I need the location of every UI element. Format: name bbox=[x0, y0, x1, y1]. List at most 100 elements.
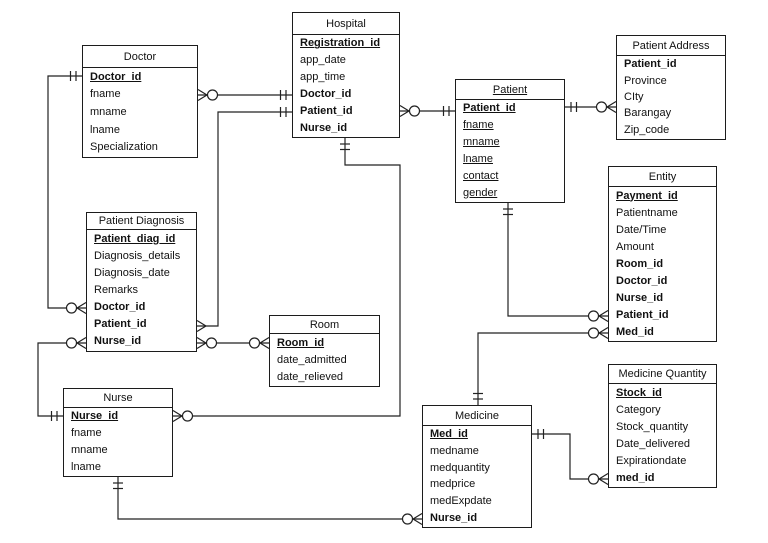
connector-patient-diagnosis-room-start-crowfoot bbox=[196, 342, 207, 350]
field-label: Payment_id bbox=[616, 189, 678, 202]
field-label: Patient_id bbox=[463, 102, 516, 115]
connector-doctor-patient-diagnosis bbox=[47, 75, 86, 309]
field-label: medprice bbox=[430, 478, 476, 491]
field-label: Patient_id bbox=[616, 308, 669, 321]
field-label: mname bbox=[90, 105, 127, 118]
field-zip-code: Zip_code bbox=[617, 122, 725, 138]
entity-title-label: Room bbox=[309, 318, 340, 331]
connector-patient-diagnosis-nurse-start-zero-circle bbox=[65, 337, 78, 349]
field-label: Patient_id bbox=[300, 104, 353, 117]
field-patient-id: Patient_id bbox=[87, 316, 196, 333]
connector-hospital-patient-start-crowfoot bbox=[399, 110, 410, 118]
connector-patient-patient-address-end-crowfoot bbox=[606, 106, 617, 114]
field-label: fname bbox=[90, 88, 121, 101]
connector-patient-patient-address-end-crowfoot bbox=[606, 100, 617, 108]
field-doctor-id: Doctor_id bbox=[83, 68, 197, 86]
field-nurse-id: Nurse_id bbox=[64, 408, 172, 425]
connector-patient-diagnosis-room-start-zero-circle bbox=[205, 337, 218, 349]
entity-title-label: Patient bbox=[492, 83, 528, 96]
entity-title-label: Patient Diagnosis bbox=[98, 215, 185, 227]
field-label: medquantity bbox=[430, 461, 490, 474]
field-label: medname bbox=[430, 444, 479, 457]
connector-medicine-nurse bbox=[117, 477, 422, 520]
field-patient-id: Patient_id bbox=[617, 56, 725, 72]
field-label: Stock_quantity bbox=[616, 420, 689, 433]
connector-patient-diagnosis-room-end-crowfoot bbox=[259, 336, 270, 344]
field-diagnosis-date: Diagnosis_date bbox=[87, 264, 196, 281]
field-label: Patientname bbox=[616, 206, 678, 219]
field-nurse-id: Nurse_id bbox=[87, 333, 196, 350]
field-patient-diag-id: Patient_diag_id bbox=[87, 230, 196, 247]
connector-patient-entity-end-zero-circle bbox=[587, 310, 600, 322]
entity-title: Nurse bbox=[64, 389, 172, 408]
field-lname: lname bbox=[456, 150, 564, 167]
field-expirationdate: Expirationdate bbox=[609, 452, 716, 469]
entity-title-label: Medicine Quantity bbox=[618, 368, 707, 380]
field-label: Doctor_id bbox=[300, 87, 352, 100]
field-label: Province bbox=[624, 74, 667, 87]
connector-patient-diagnosis-room-start-crowfoot bbox=[196, 336, 207, 344]
field-medprice: medprice bbox=[423, 476, 531, 493]
entity-title-label: Nurse bbox=[103, 392, 133, 404]
field-med-id: Med_id bbox=[609, 323, 716, 340]
field-diagnosis-details: Diagnosis_details bbox=[87, 247, 196, 264]
field-label: Patient_diag_id bbox=[94, 232, 176, 245]
field-label: Date_delivered bbox=[616, 437, 690, 450]
connector-medicine-medicine-quantity bbox=[532, 433, 608, 480]
field-label: CIty bbox=[624, 90, 644, 103]
connector-hospital-patient-diagnosis-end-crowfoot bbox=[196, 325, 207, 333]
field-label: medExpdate bbox=[430, 494, 492, 507]
field-label: Doctor_id bbox=[616, 274, 668, 287]
entity-title: Medicine bbox=[423, 406, 531, 426]
field-patient-id: Patient_id bbox=[293, 102, 399, 119]
field-label: Room_id bbox=[616, 257, 664, 270]
field-label: Expirationdate bbox=[616, 454, 687, 467]
field-label: med_id bbox=[616, 471, 655, 484]
entity-title: Patient Diagnosis bbox=[87, 213, 196, 230]
field-label: lname bbox=[90, 123, 120, 136]
field-label: Registration_id bbox=[300, 37, 381, 50]
connector-hospital-nurse bbox=[173, 138, 401, 417]
field-label: Med_id bbox=[616, 325, 654, 338]
entity-title: Patient Address bbox=[617, 36, 725, 56]
connector-patient-patient-address-end-zero-circle bbox=[595, 101, 608, 113]
field-date-relieved: date_relieved bbox=[270, 368, 379, 385]
field-label: lname bbox=[71, 460, 101, 473]
entity-title-label: Entity bbox=[648, 170, 677, 183]
connector-patient-diagnosis-room-end-crowfoot bbox=[259, 342, 270, 350]
field-doctor-id: Doctor_id bbox=[87, 299, 196, 316]
field-label: Doctor_id bbox=[94, 301, 146, 314]
field-app-date: app_date bbox=[293, 52, 399, 69]
connector-hospital-nurse-end-crowfoot bbox=[172, 409, 183, 417]
field-label: Diagnosis_details bbox=[94, 249, 181, 262]
field-fname: fname bbox=[83, 86, 197, 104]
field-mname: mname bbox=[456, 134, 564, 151]
field-mname: mname bbox=[83, 103, 197, 121]
connector-medicine-medicine-quantity-end-crowfoot bbox=[598, 472, 609, 480]
field-doctor-id: Doctor_id bbox=[293, 85, 399, 102]
connector-hospital-patient-diagnosis-end-crowfoot bbox=[196, 319, 207, 327]
connector-medicine-nurse-start-crowfoot bbox=[412, 512, 423, 520]
field-patient-id: Patient_id bbox=[609, 306, 716, 323]
connector-doctor-patient-diagnosis-end-crowfoot bbox=[76, 301, 87, 309]
connector-medicine-nurse-start-zero-circle bbox=[401, 513, 414, 525]
field-label: mname bbox=[463, 136, 500, 149]
entity-title: Patient bbox=[456, 80, 564, 100]
connector-hospital-nurse-end-crowfoot bbox=[172, 415, 183, 423]
field-label: Amount bbox=[616, 240, 654, 253]
field-gender: gender bbox=[456, 184, 564, 201]
field-label: Specialization bbox=[90, 141, 158, 154]
field-label: contact bbox=[463, 169, 499, 182]
field-room-id: Room_id bbox=[609, 255, 716, 272]
